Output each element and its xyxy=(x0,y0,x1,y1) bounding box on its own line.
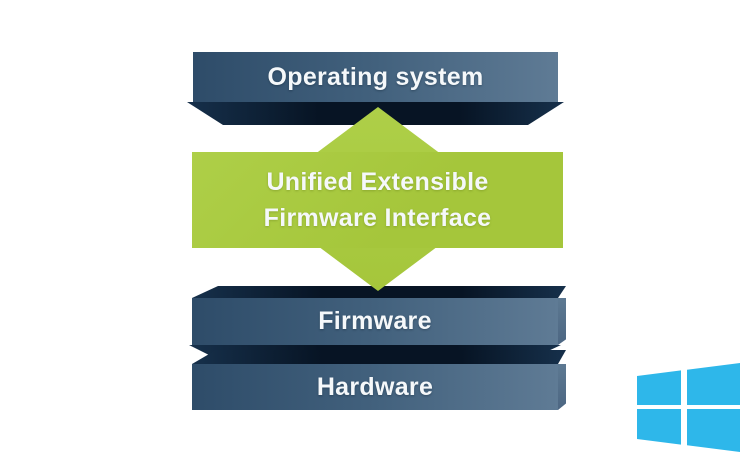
hardware-label: Hardware xyxy=(316,372,434,401)
windows-logo-pane-top-left xyxy=(637,370,681,405)
windows-logo-pane-top-right xyxy=(687,363,740,405)
hardware-bar-side-surface xyxy=(558,364,566,410)
firmware-bar-side-surface xyxy=(558,298,566,345)
operating-system-label: Operating system xyxy=(267,62,484,91)
hardware-bar-top-surface xyxy=(192,350,566,364)
firmware-bar-top-surface xyxy=(192,286,566,298)
operating-system-bar: Operating system xyxy=(193,52,558,102)
firmware-label: Firmware xyxy=(318,307,432,335)
windows-logo-icon xyxy=(637,363,740,452)
uefi-box: Unified Extensible Firmware Interface xyxy=(192,152,563,248)
windows-logo-pane-bottom-left xyxy=(637,409,681,445)
windows-logo-pane-bottom-right xyxy=(687,409,740,452)
hardware-bar: Hardware xyxy=(192,364,558,410)
uefi-label-line2: Firmware Interface xyxy=(263,204,492,232)
uefi-label-line1: Unified Extensible xyxy=(266,168,489,196)
firmware-bar: Firmware xyxy=(192,298,558,345)
